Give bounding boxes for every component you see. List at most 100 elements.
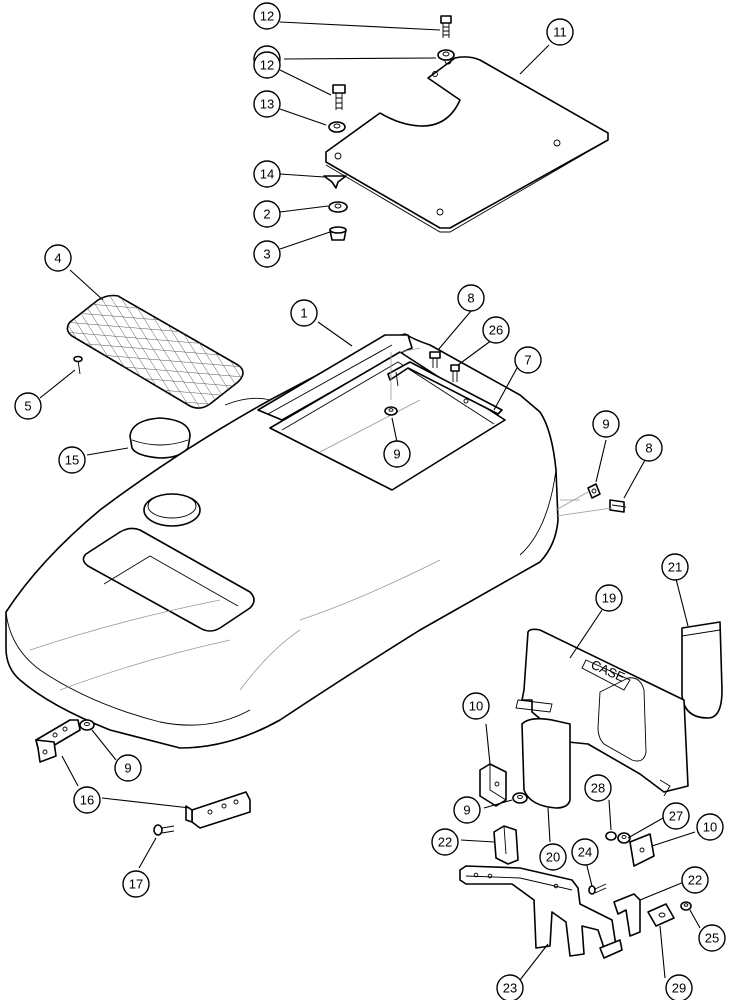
callout-circle	[539, 843, 567, 871]
callout-c13b: 13	[253, 90, 281, 118]
cap-15	[129, 417, 191, 459]
callout-circle	[114, 754, 142, 782]
callout-number: 20	[546, 850, 560, 865]
callout-circle	[253, 90, 281, 118]
grommet-2	[328, 201, 348, 213]
callout-circle	[44, 244, 72, 272]
callout-number: 17	[129, 877, 143, 892]
panel-21	[681, 621, 723, 719]
clip-14	[323, 175, 347, 189]
callout-c21: 21	[661, 553, 689, 581]
callout-number: 7	[524, 353, 531, 368]
panel-20	[515, 699, 571, 809]
washer-13-lower	[328, 121, 346, 133]
clip-29	[647, 903, 675, 927]
callout-circle	[58, 446, 86, 474]
screw-5	[73, 355, 83, 375]
callout-number: 9	[393, 447, 400, 462]
bolt-8-top	[429, 351, 441, 368]
callout-number: 12	[260, 58, 274, 73]
callout-number: 9	[463, 803, 470, 818]
callout-number: 4	[54, 251, 61, 266]
callout-number: 2	[263, 207, 270, 222]
callout-number: 1	[300, 306, 307, 321]
callout-c9a: 9	[383, 440, 411, 468]
bolt-26	[450, 364, 460, 382]
callout-number: 5	[24, 399, 31, 414]
nut-25	[680, 901, 692, 911]
callout-c26: 26	[482, 316, 510, 344]
callout-number: 11	[553, 25, 567, 40]
callout-number: 22	[688, 873, 702, 888]
callout-c12a: 12	[253, 2, 281, 30]
callout-circle	[453, 796, 481, 824]
callout-circle	[635, 434, 663, 462]
callout-number: 15	[65, 453, 79, 468]
callout-number: 24	[578, 845, 592, 860]
callout-circle	[253, 51, 281, 79]
callout-number: 21	[668, 560, 682, 575]
callout-number: 22	[438, 835, 452, 850]
callout-number: 9	[124, 761, 131, 776]
callout-number: 8	[645, 441, 652, 456]
callout-c9b: 9	[592, 410, 620, 438]
callout-c19: 19	[595, 584, 623, 612]
callout-circle	[665, 974, 693, 1000]
bracket-16-left	[35, 719, 81, 763]
callout-c10b: 10	[696, 813, 724, 841]
callout-c28: 28	[584, 774, 612, 802]
callout-c11: 11	[546, 18, 574, 46]
bolt-8-side	[609, 499, 627, 513]
callout-number: 19	[602, 591, 616, 606]
callout-c24: 24	[571, 838, 599, 866]
callout-number: 27	[669, 809, 683, 824]
callout-circle	[681, 866, 709, 894]
callout-c14: 14	[253, 160, 281, 188]
callout-c4: 4	[44, 244, 72, 272]
callout-circle	[73, 786, 101, 814]
callout-c8a: 8	[457, 284, 485, 312]
callout-c2: 2	[253, 200, 281, 228]
callout-c16: 16	[73, 786, 101, 814]
callout-circle	[514, 346, 542, 374]
callout-number: 26	[489, 323, 503, 338]
nut-27	[617, 832, 631, 844]
washer-13-top	[437, 49, 455, 61]
callout-c22b: 22	[681, 866, 709, 894]
bracket-22-left	[493, 825, 519, 865]
callout-c3: 3	[253, 240, 281, 268]
callout-circle	[661, 553, 689, 581]
callout-circle	[457, 284, 485, 312]
callout-number: 14	[260, 167, 274, 182]
callout-labels: 1211131213142345182679981521191091617928…	[14, 2, 726, 1000]
bracket-7	[387, 361, 503, 415]
callout-circle	[482, 316, 510, 344]
callout-circle	[253, 200, 281, 228]
callout-c9d: 9	[114, 754, 142, 782]
leader-lines	[39, 21, 701, 981]
callout-number: 29	[672, 981, 686, 996]
callout-c1: 1	[290, 299, 318, 327]
callout-number: 10	[469, 699, 483, 714]
callout-circle	[122, 870, 150, 898]
callout-circle	[662, 802, 690, 830]
callout-number: 25	[705, 931, 719, 946]
callout-c15: 15	[58, 446, 86, 474]
callout-c25: 25	[698, 924, 726, 952]
callout-circle	[290, 299, 318, 327]
nut-9-bracket	[79, 719, 95, 731]
callout-circle	[571, 838, 599, 866]
callout-circle	[592, 410, 620, 438]
callout-c9c: 9	[453, 796, 481, 824]
callout-number: 23	[503, 981, 517, 996]
callout-c29: 29	[665, 974, 693, 1000]
callout-circle	[253, 2, 281, 30]
callout-c7: 7	[514, 346, 542, 374]
callout-number: 12	[260, 9, 274, 24]
callout-number: 8	[467, 291, 474, 306]
callout-circle	[253, 240, 281, 268]
callout-c23: 23	[496, 974, 524, 1000]
callout-circle	[696, 813, 724, 841]
bolt-12-top	[440, 15, 452, 38]
cover-plate	[325, 56, 609, 233]
